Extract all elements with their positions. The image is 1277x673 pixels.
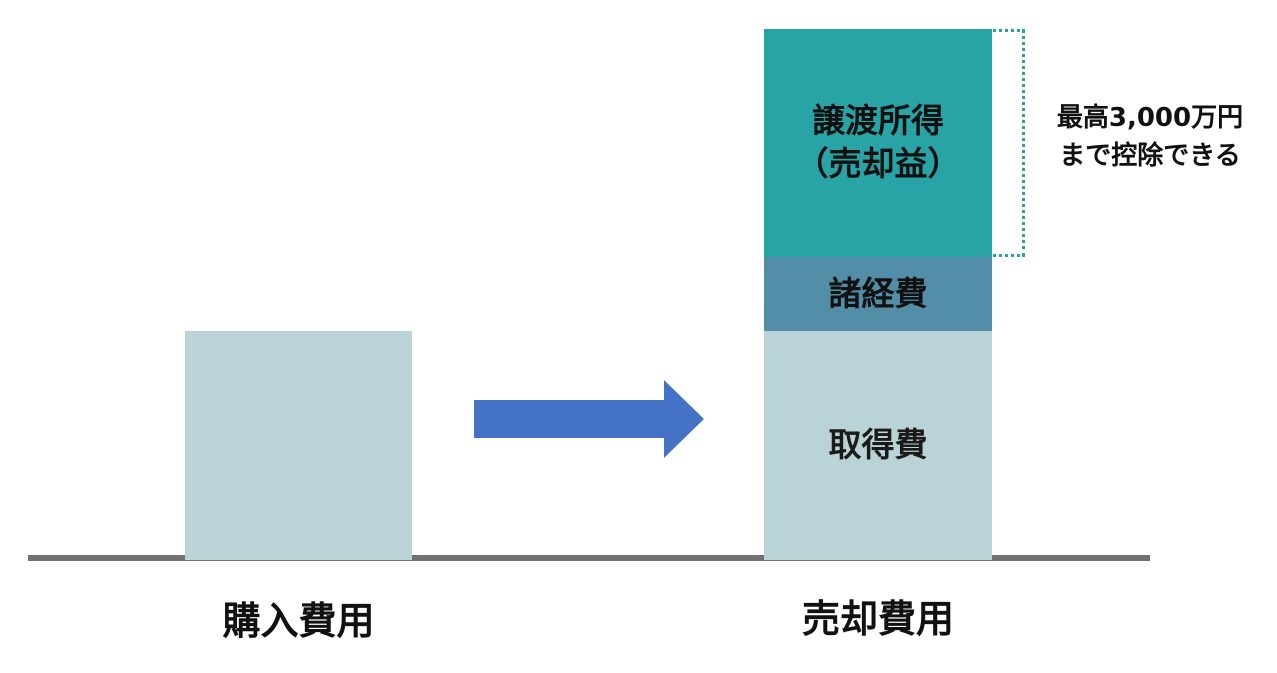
arrow-right-icon [474, 380, 704, 458]
deduction-note: 最高3,000万円 まで控除できる [1056, 103, 1244, 171]
capital-gain-label: 譲渡所得 （売却益） [795, 101, 961, 183]
deduction-bracket [970, 29, 1025, 257]
baseline [28, 555, 1150, 561]
purchase-cost-bar [185, 331, 412, 560]
acquisition-cost-label: 取得費 [828, 425, 928, 465]
sale-cost-label: 売却費用 [801, 597, 954, 641]
acquisition-cost-block: 取得費 [764, 331, 992, 560]
capital-gain-block: 譲渡所得 （売却益） [764, 29, 992, 257]
expenses-block: 諸経費 [764, 257, 992, 331]
purchase-cost-label: 購入費用 [222, 599, 375, 643]
expenses-label: 諸経費 [828, 273, 928, 313]
